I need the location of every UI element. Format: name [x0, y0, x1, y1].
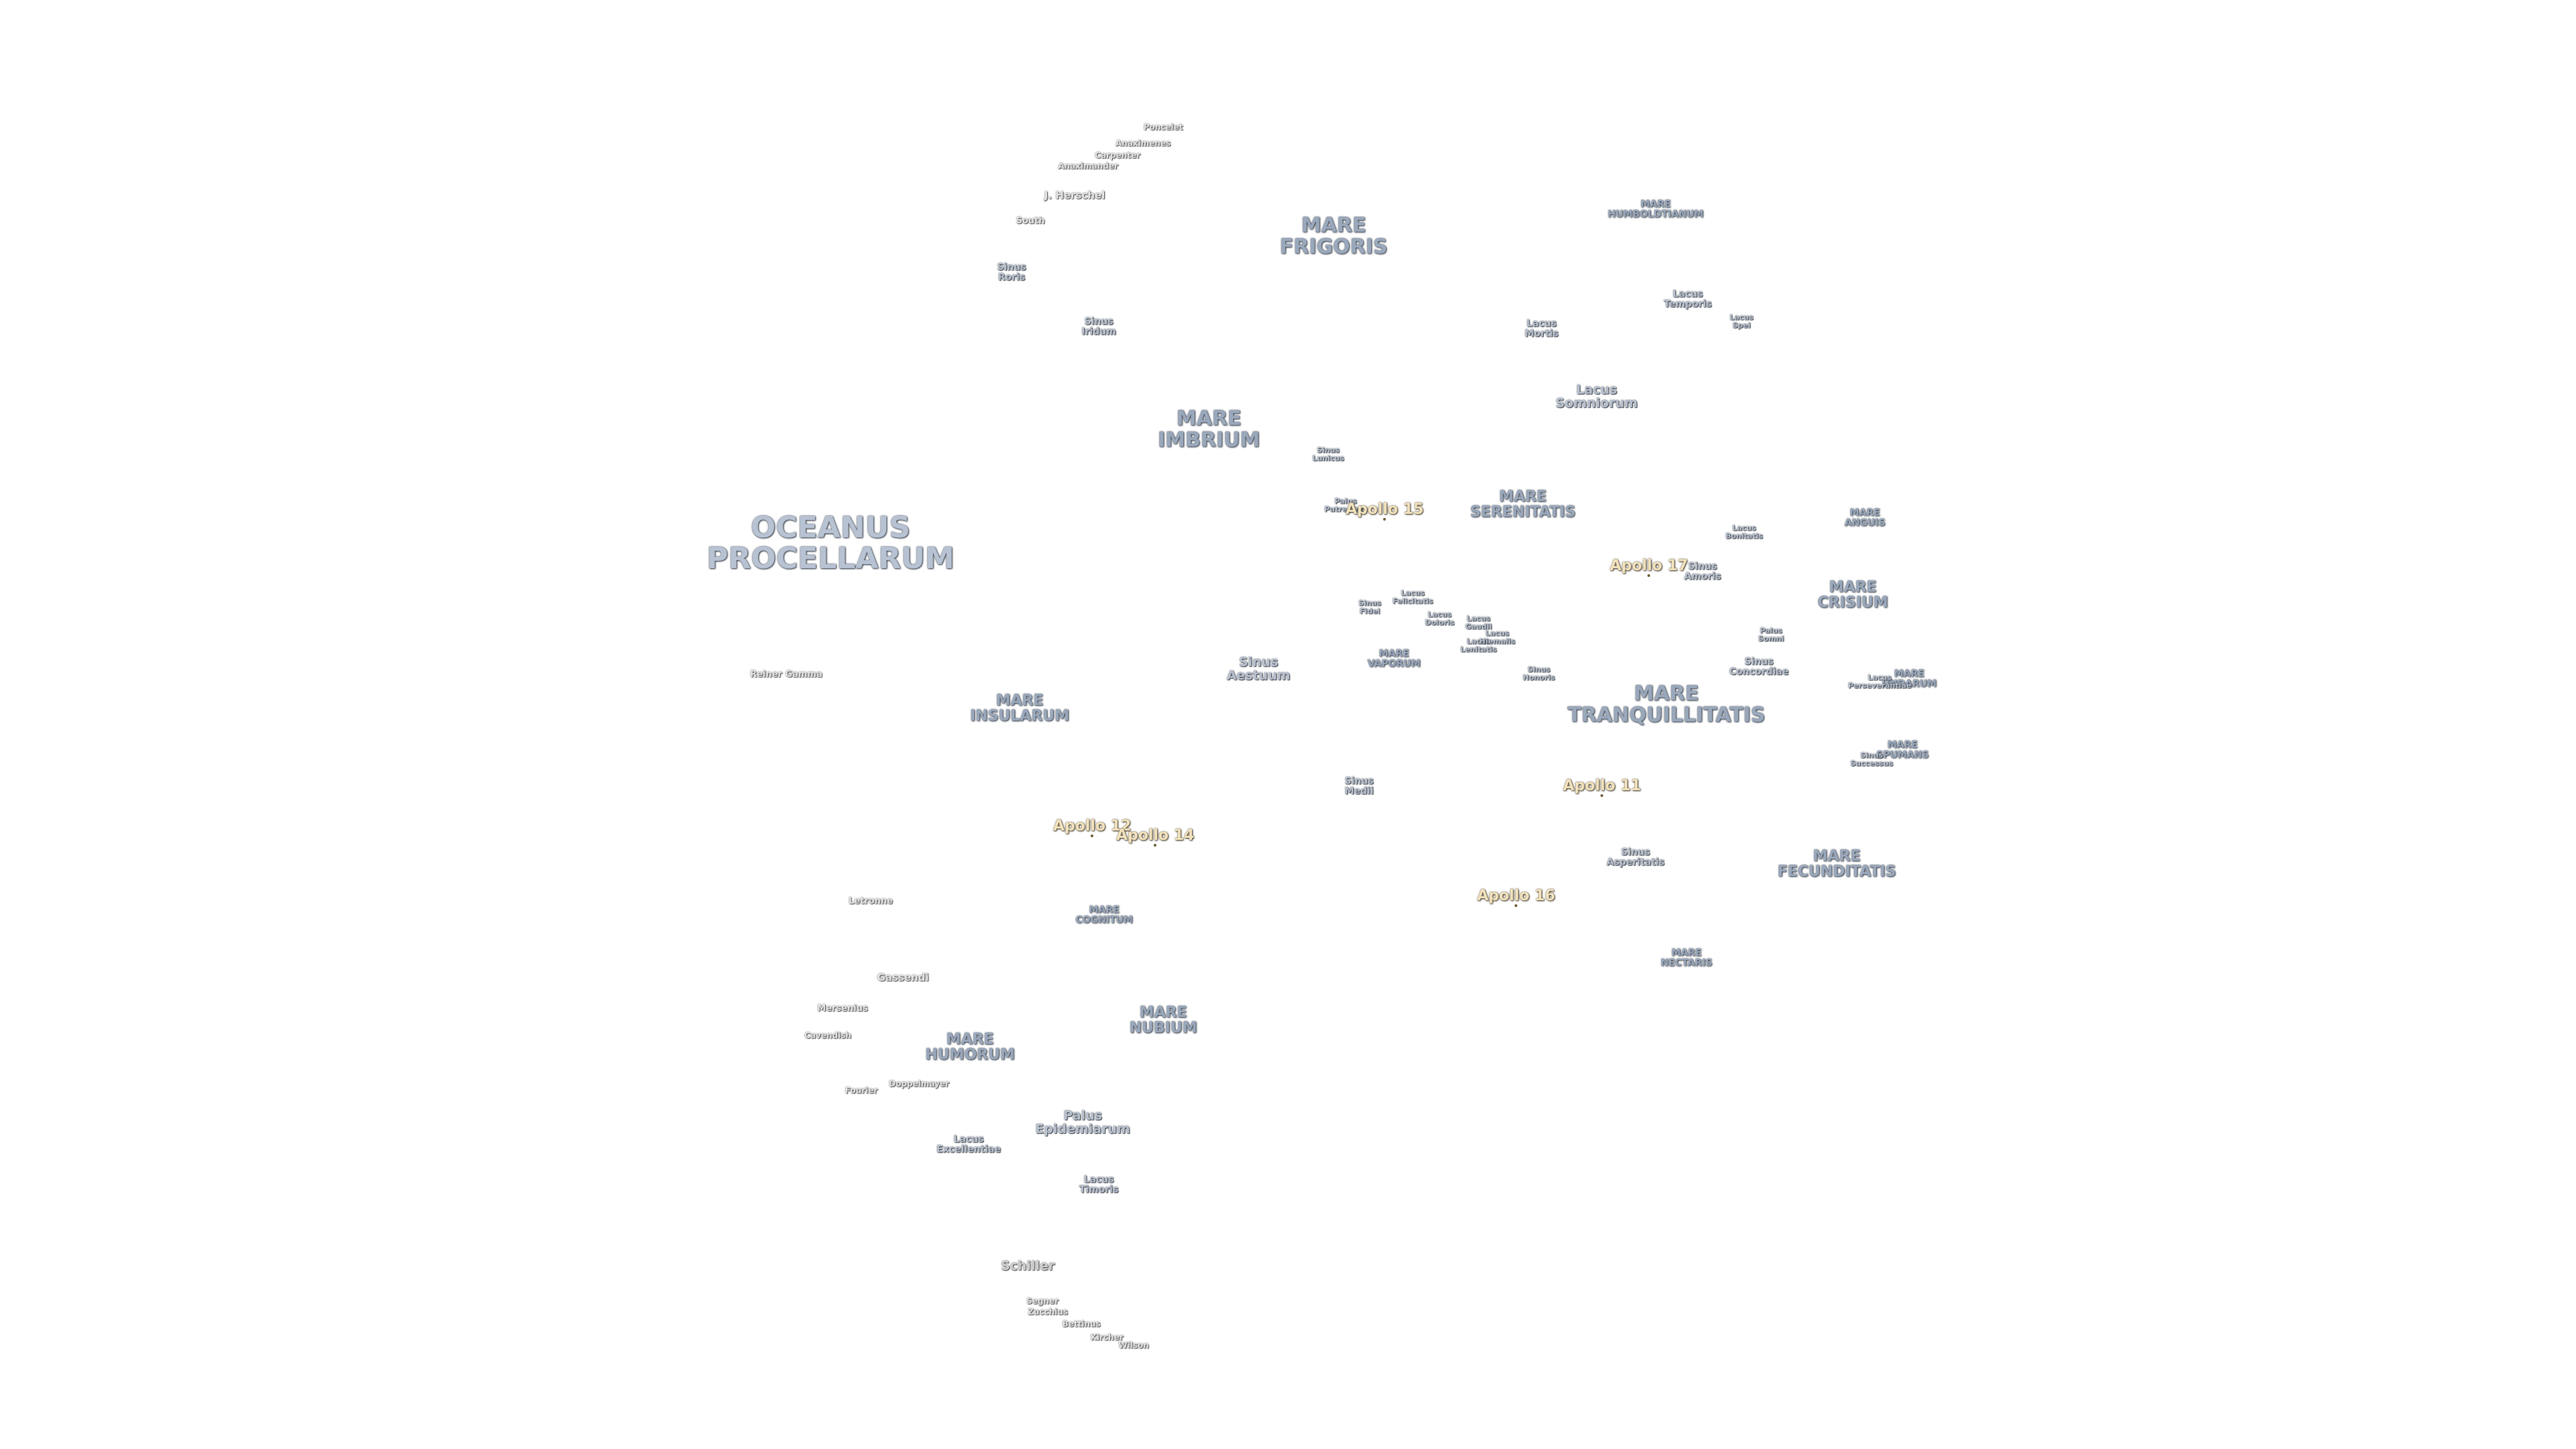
label-crater-mersenius: Mersenius: [817, 1004, 868, 1014]
label-mare-fecunditatis: MARE FECUNDITATIS: [1777, 847, 1896, 880]
label-crater-segner: Segner: [1026, 1296, 1059, 1306]
apollo-14-label: Apollo 14: [1116, 826, 1195, 844]
label-crater-bettinus: Bettinus: [1062, 1319, 1101, 1329]
label-palus-epidemiarum: Palus Epidemiarum: [1035, 1108, 1130, 1136]
apollo-11-pin-icon: [1600, 794, 1603, 798]
label-sinus-honoris: Sinus Honoris: [1523, 665, 1555, 682]
label-lacus-perseverantiae: Lacus Perseverantiae: [1847, 673, 1912, 690]
label-mare-nubium: MARE NUBIUM: [1129, 1004, 1197, 1036]
label-palus-putredinis: Palus Putredinis: [1324, 496, 1367, 513]
label-crater-poncelet: Poncelet: [1143, 122, 1183, 132]
apollo-17-label: Apollo 17: [1609, 557, 1688, 574]
label-lacus-hiemalis: Lacus Hiemalis: [1479, 629, 1515, 645]
label-sinus-amoris: Sinus Amoris: [1684, 561, 1721, 582]
apollo-15-marker[interactable]: Apollo 15: [1346, 502, 1424, 521]
label-lacus-timoris: Lacus Timoris: [1079, 1174, 1119, 1195]
label-crater-reiner-gamma: Reiner Gamma: [750, 669, 822, 680]
label-sinus-successus: Sinus Successus: [1850, 751, 1893, 767]
label-crater-fourier: Fourier: [845, 1085, 878, 1095]
label-crater-cavendish: Cavendish: [804, 1030, 851, 1040]
apollo-12-pin-icon: [1090, 835, 1093, 838]
label-lacus-temporis: Lacus Temporis: [1664, 288, 1712, 309]
apollo-17-marker[interactable]: Apollo 17: [1609, 557, 1688, 578]
label-crater-wilson: Wilson: [1118, 1340, 1149, 1350]
label-mare-imbrium: MARE IMBRIUM: [1157, 407, 1260, 451]
label-mare-vaporum: MARE VAPORUM: [1367, 648, 1421, 669]
apollo-15-pin-icon: [1383, 518, 1386, 521]
apollo-16-pin-icon: [1514, 904, 1517, 908]
label-sinus-fidei: Sinus Fidei: [1358, 598, 1381, 615]
apollo-11-label: Apollo 11: [1562, 777, 1642, 794]
label-mare-humorum: MARE HUMORUM: [925, 1030, 1015, 1063]
label-crater-schiller: Schiller: [1000, 1258, 1055, 1274]
label-lacus-bonitatis: Lacus Bonitatis: [1725, 523, 1763, 540]
label-sinus-concordiae: Sinus Concordiae: [1729, 656, 1789, 677]
label-lacus-felicitatis: Lacus Felicitatis: [1392, 588, 1434, 605]
label-lacus-lenitatis: Lacus Lenitatis: [1460, 637, 1497, 653]
label-mare-spumans: MARE SPUMANS: [1876, 739, 1929, 760]
label-crater-zucchius: Zucchius: [1028, 1307, 1068, 1317]
label-lacus-gaudii: Lacus Gaudii: [1465, 614, 1492, 631]
label-mare-anguis: MARE ANGUIS: [1844, 507, 1886, 528]
label-sinus-iridum: Sinus Iridum: [1081, 316, 1116, 337]
apollo-17-pin-icon: [1647, 574, 1650, 578]
label-mare-nectaris: MARE NECTARIS: [1660, 947, 1713, 968]
label-mare-frigoris: MARE FRIGORIS: [1279, 213, 1388, 258]
label-lacus-somniorum: Lacus Somniorum: [1555, 382, 1638, 411]
label-lacus-doloris: Lacus Doloris: [1425, 610, 1454, 627]
apollo-11-marker[interactable]: Apollo 11: [1562, 777, 1642, 798]
label-crater-j-herschel: J. Herschel: [1044, 189, 1106, 202]
apollo-15-label: Apollo 15: [1345, 500, 1424, 518]
label-sinus-roris: Sinus Roris: [997, 262, 1026, 282]
apollo-16-marker[interactable]: Apollo 16: [1477, 887, 1556, 908]
apollo-14-marker[interactable]: Apollo 14: [1116, 828, 1194, 847]
label-lacus-spei: Lacus Spei: [1729, 313, 1754, 329]
label-crater-doppelmayer: Doppelmayer: [889, 1079, 949, 1089]
label-oceanus-procellarum: OCEANUS PROCELLARUM: [706, 510, 955, 576]
label-mare-serenitatis: MARE SERENITATIS: [1470, 488, 1576, 521]
label-sinus-aestuum: Sinus Aestuum: [1226, 655, 1291, 683]
label-sinus-asperitatis: Sinus Asperitatis: [1606, 847, 1665, 867]
label-crater-carpenter: Carpenter: [1095, 150, 1140, 160]
label-sinus-medii: Sinus Medii: [1344, 775, 1374, 796]
label-mare-insularum: MARE INSULARUM: [969, 692, 1070, 724]
label-mare-crisium: MARE CRISIUM: [1817, 578, 1888, 611]
label-crater-letronne: Letronne: [849, 896, 893, 907]
apollo-14-pin-icon: [1153, 844, 1157, 847]
label-mare-tranquillitatis: MARE TRANQUILLITATIS: [1567, 682, 1766, 727]
label-crater-anaximenes: Anaximenes: [1115, 138, 1171, 148]
label-lacus-mortis: Lacus Mortis: [1524, 318, 1559, 339]
label-crater-kircher: Kircher: [1090, 1332, 1124, 1342]
label-crater-gassendi: Gassendi: [877, 971, 929, 984]
apollo-12-marker[interactable]: Apollo 12: [1053, 817, 1132, 838]
label-mare-humboldtianum: MARE HUMBOLDTIANUM: [1607, 199, 1704, 219]
apollo-16-label: Apollo 16: [1477, 887, 1556, 904]
label-crater-anaximander: Anaximander: [1058, 161, 1118, 171]
apollo-12-label: Apollo 12: [1053, 817, 1132, 835]
label-crater-south: South: [1016, 216, 1045, 227]
label-lacus-excellentiae: Lacus Excellentiae: [936, 1134, 1001, 1155]
label-mare-undarum: MARE UNDARUM: [1882, 668, 1937, 689]
label-mare-cognitum: MARE COGNITUM: [1075, 904, 1133, 925]
label-palus-somni: Palus Somni: [1758, 626, 1784, 643]
label-sinus-lunicus: Sinus Lunicus: [1312, 445, 1344, 462]
